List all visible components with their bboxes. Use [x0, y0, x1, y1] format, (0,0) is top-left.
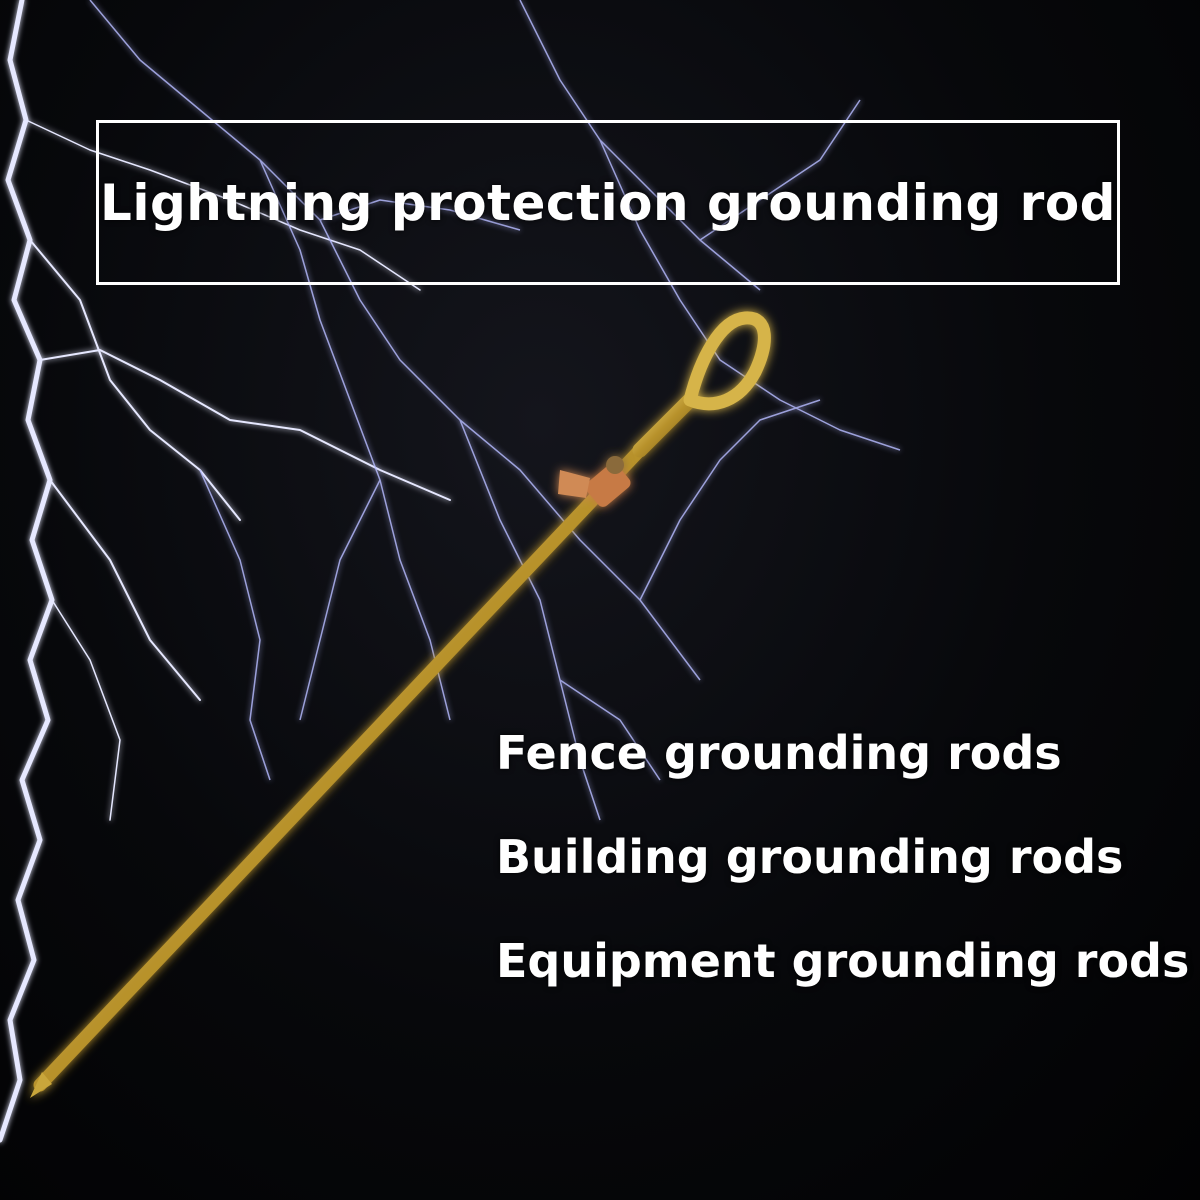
wing-nut-clamp-icon	[558, 456, 631, 507]
product-title: Lightning protection grounding rod	[100, 173, 1116, 232]
grounding-rod-icon	[30, 311, 771, 1098]
use-item-fence: Fence grounding rods	[496, 726, 1062, 780]
use-item-equipment: Equipment grounding rods	[496, 934, 1190, 988]
title-frame: Lightning protection grounding rod	[96, 120, 1120, 285]
use-item-building: Building grounding rods	[496, 830, 1124, 884]
lightning-branches	[89, 0, 901, 821]
lightning-bolt-icon	[0, 0, 451, 1143]
use-list: Fence grounding rods Building grounding …	[496, 722, 1189, 992]
